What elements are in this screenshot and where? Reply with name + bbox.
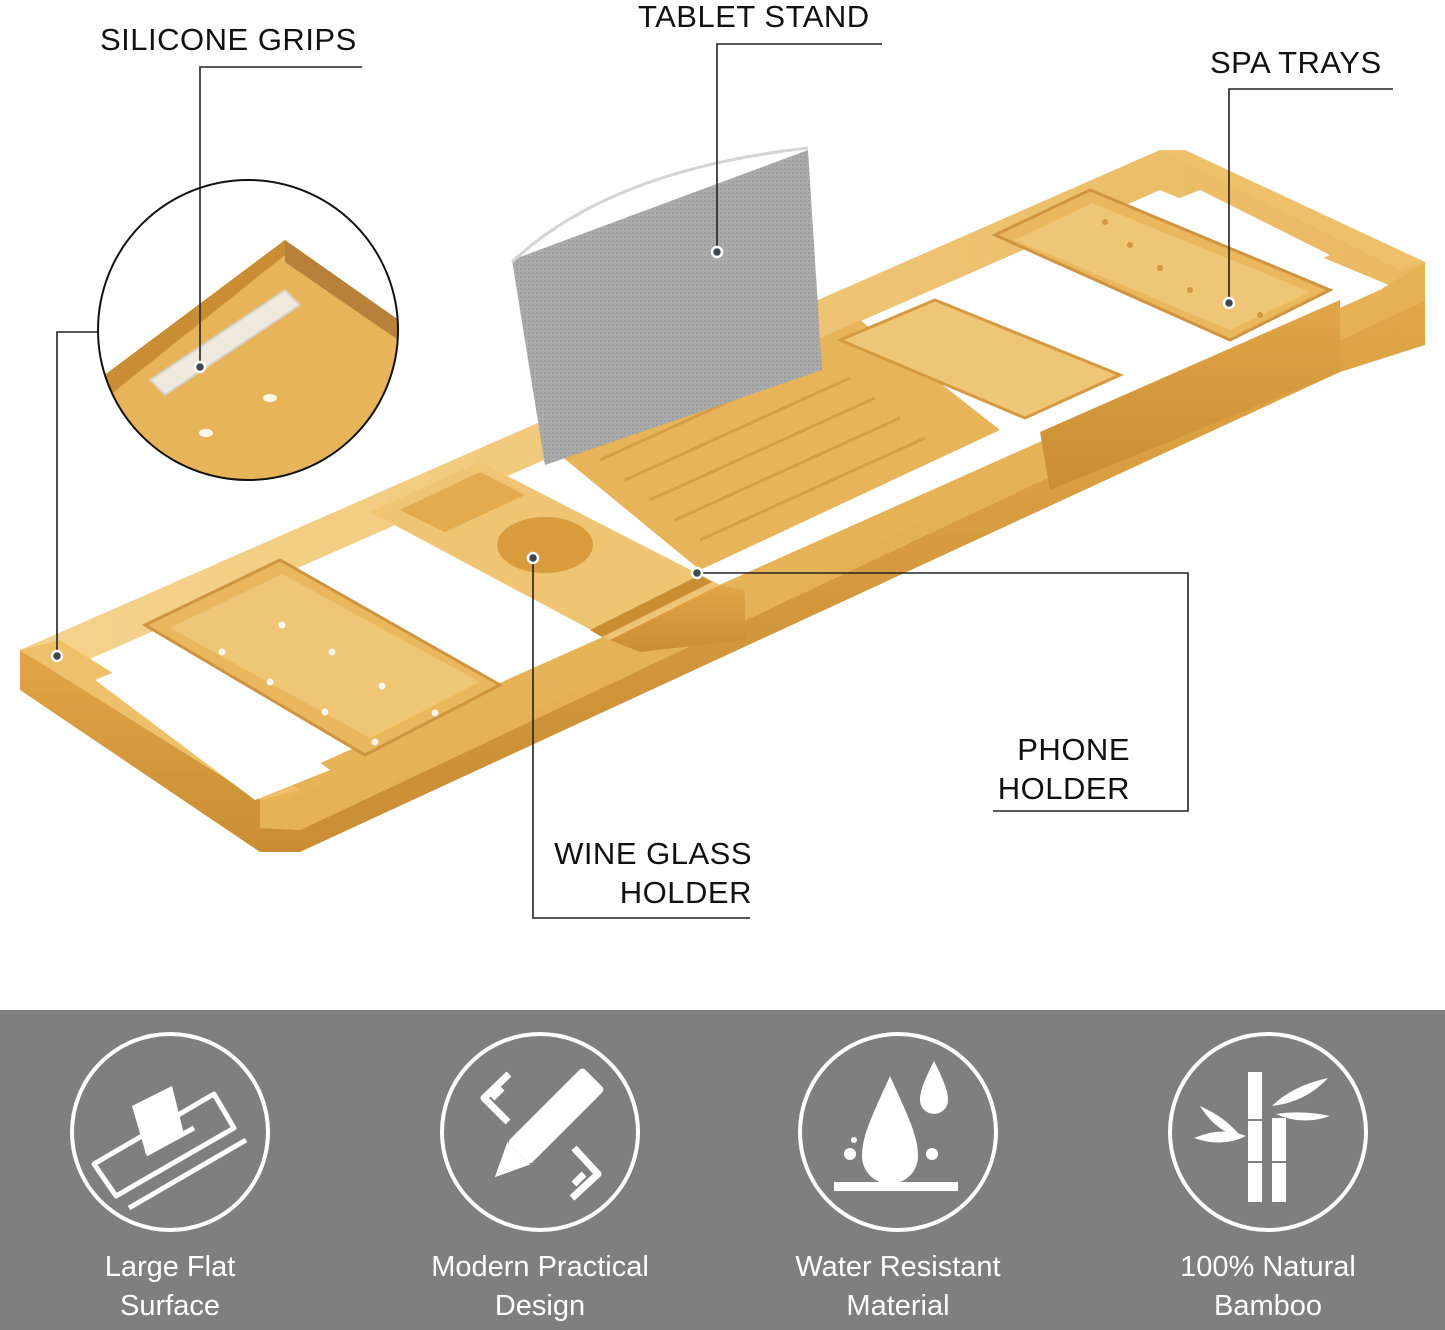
- water-drop-icon: [834, 1061, 958, 1191]
- feature-icon-circle: [1168, 1032, 1368, 1232]
- feature-label-line1: 100% Natural: [1180, 1251, 1356, 1283]
- bathtub-caddy-illustration: [20, 43, 1425, 919]
- feature-water-resistant-material: Water Resistant Material: [748, 1010, 1048, 1330]
- feature-label-line1: Water Resistant: [795, 1251, 1001, 1283]
- feature-label: Modern Practical Design: [390, 1248, 690, 1326]
- callout-spa-trays: SPA TRAYS: [1210, 45, 1382, 80]
- callout-silicone-grips: SILICONE GRIPS: [100, 22, 357, 57]
- feature-label-line2: Material: [846, 1290, 950, 1322]
- feature-label-line2: Design: [494, 1290, 586, 1322]
- bamboo-icon: [1194, 1072, 1330, 1202]
- callout-dot: [193, 360, 207, 374]
- callout-wine-glass-holder: WINE GLASS HOLDER: [540, 834, 752, 912]
- feature-label-line1: Modern Practical: [431, 1251, 649, 1283]
- feature-large-flat-surface: Large Flat Surface: [20, 1010, 320, 1330]
- feature-icon-circle: [440, 1032, 640, 1232]
- callout-wine-glass-line1: WINE GLASS: [554, 836, 752, 871]
- callout-phone-holder-line2: HOLDER: [997, 771, 1130, 806]
- callout-tablet-stand: TABLET STAND: [638, 0, 870, 34]
- feature-label: Water Resistant Material: [748, 1248, 1048, 1326]
- callout-phone-holder: PHONE HOLDER: [990, 730, 1130, 808]
- callout-wine-glass-line2: HOLDER: [619, 875, 752, 910]
- feature-modern-practical-design: Modern Practical Design: [390, 1010, 690, 1330]
- feature-icon-circle: [798, 1032, 998, 1232]
- feature-label-line2: Surface: [120, 1290, 220, 1322]
- pencil-ruler-icon: [480, 1068, 604, 1201]
- feature-label-line2: Bamboo: [1213, 1290, 1322, 1322]
- callout-phone-holder-line1: PHONE: [1017, 732, 1130, 767]
- flat-surface-icon: [91, 1086, 248, 1211]
- feature-label: 100% Natural Bamboo: [1118, 1248, 1418, 1326]
- feature-icon-circle: [70, 1032, 270, 1232]
- feature-label: Large Flat Surface: [20, 1248, 320, 1326]
- feature-natural-bamboo: 100% Natural Bamboo: [1118, 1010, 1418, 1330]
- feature-label-line1: Large Flat: [104, 1251, 236, 1283]
- features-band: Large Flat Surface Modern Practica: [0, 1010, 1445, 1330]
- product-illustration-area: SILICONE GRIPS TABLET STAND SPA TRAYS PH…: [20, 0, 1425, 919]
